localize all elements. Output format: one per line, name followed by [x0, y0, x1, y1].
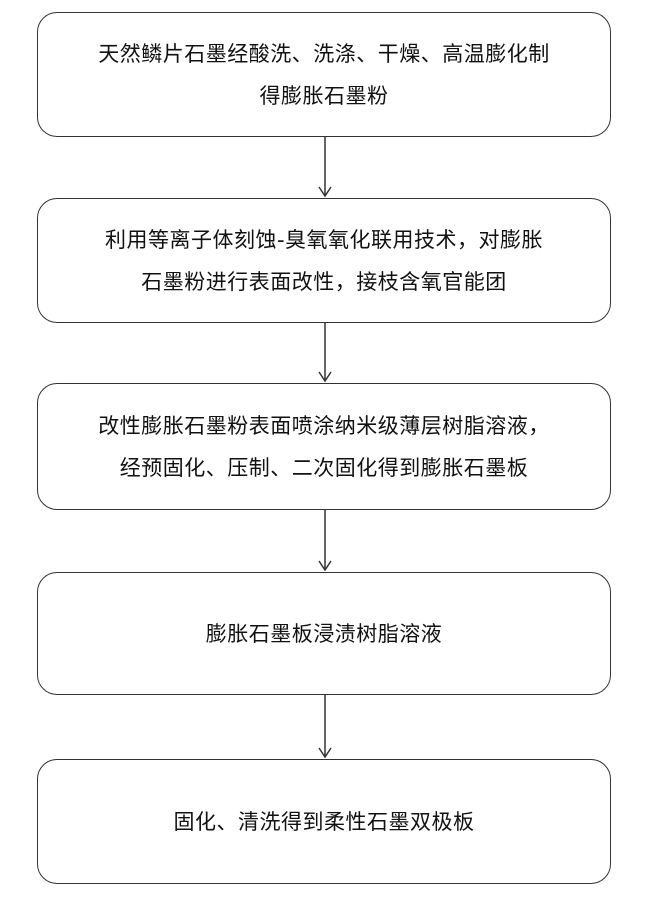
arrow-2-to-3 [315, 323, 335, 383]
step-2-box: 利用等离子体刻蚀-臭氧氧化联用技术，对膨胀 石墨粉进行表面改性，接枝含氧官能团 [37, 198, 611, 323]
step-4-box: 膨胀石墨板浸渍树脂溶液 [37, 572, 611, 695]
step-3-line-2: 经预固化、压制、二次固化得到膨胀石墨板 [120, 447, 529, 489]
step-5-box: 固化、清洗得到柔性石墨双极板 [37, 759, 611, 884]
step-2-line-2: 石墨粉进行表面改性，接枝含氧官能团 [141, 261, 507, 303]
arrow-3-to-4 [315, 510, 335, 572]
step-2-line-1: 利用等离子体刻蚀-臭氧氧化联用技术，对膨胀 [105, 219, 543, 261]
arrow-1-to-2 [315, 137, 335, 198]
step-1-line-1: 天然鳞片石墨经酸洗、洗涤、干燥、高温膨化制 [98, 33, 550, 75]
step-3-box: 改性膨胀石墨粉表面喷涂纳米级薄层树脂溶液， 经预固化、压制、二次固化得到膨胀石墨… [37, 383, 611, 510]
step-3-line-1: 改性膨胀石墨粉表面喷涂纳米级薄层树脂溶液， [98, 405, 550, 447]
step-1-box: 天然鳞片石墨经酸洗、洗涤、干燥、高温膨化制 得膨胀石墨粉 [37, 12, 611, 137]
arrow-4-to-5 [315, 695, 335, 759]
step-5-line-1: 固化、清洗得到柔性石墨双极板 [174, 801, 475, 843]
step-1-line-2: 得膨胀石墨粉 [260, 75, 389, 117]
step-4-line-1: 膨胀石墨板浸渍树脂溶液 [206, 613, 443, 655]
